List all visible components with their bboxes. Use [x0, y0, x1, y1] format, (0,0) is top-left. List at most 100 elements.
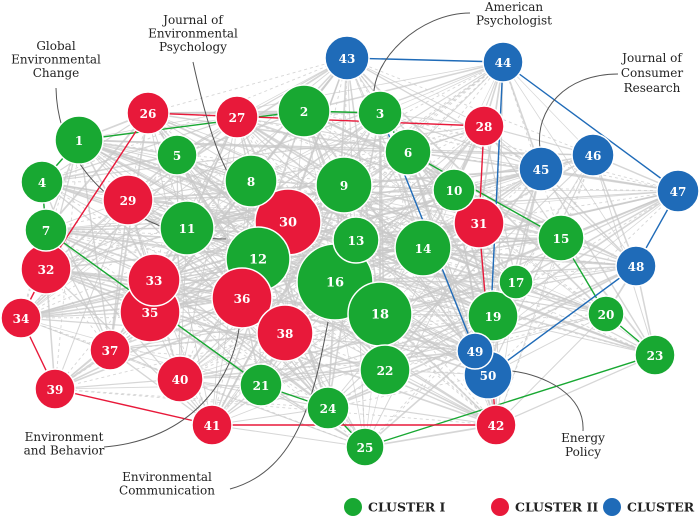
node-14[interactable]: 14 [394, 219, 452, 277]
node-label: 49 [467, 345, 484, 359]
node-19[interactable]: 19 [467, 290, 519, 342]
node-23[interactable]: 23 [634, 334, 676, 376]
node-25[interactable]: 25 [345, 427, 385, 467]
annotation-line-text: Communication [119, 484, 215, 498]
node-37[interactable]: 37 [89, 329, 131, 371]
node-42[interactable]: 42 [475, 404, 517, 446]
node-40[interactable]: 40 [156, 355, 204, 403]
edge [260, 247, 424, 386]
node-22[interactable]: 22 [359, 344, 411, 396]
node-36[interactable]: 36 [211, 267, 273, 329]
node-label: 33 [146, 274, 163, 288]
edge [540, 168, 656, 356]
node-label: 28 [476, 120, 493, 134]
edge [284, 61, 504, 334]
node-39[interactable]: 39 [34, 368, 76, 410]
edge [422, 247, 497, 426]
edge [287, 125, 485, 223]
node-label: 29 [120, 194, 137, 208]
node-26[interactable]: 26 [126, 91, 170, 135]
node-label: 5 [173, 149, 181, 163]
node-7[interactable]: 7 [24, 208, 68, 252]
node-15[interactable]: 15 [537, 214, 585, 262]
node-31[interactable]: 31 [453, 197, 505, 249]
node-38[interactable]: 38 [256, 304, 314, 362]
annotation-line-text: Change [33, 66, 80, 80]
edge [379, 125, 485, 315]
highlighted-edge [407, 151, 562, 239]
node-21[interactable]: 21 [239, 363, 283, 407]
edge [20, 317, 262, 386]
node-circle [456, 332, 494, 370]
node-8[interactable]: 8 [224, 154, 278, 208]
node-label: 43 [339, 52, 356, 66]
node-2[interactable]: 2 [277, 84, 331, 138]
edge [179, 350, 476, 380]
node-45[interactable]: 45 [518, 146, 564, 192]
node-34[interactable]: 34 [0, 297, 42, 339]
legend-swatch [344, 498, 362, 516]
node-5[interactable]: 5 [156, 134, 198, 176]
edge [45, 180, 252, 231]
node-46[interactable]: 46 [571, 133, 615, 177]
node-33[interactable]: 33 [127, 253, 181, 307]
node-49[interactable]: 49 [456, 332, 494, 370]
node-27[interactable]: 27 [215, 95, 259, 139]
annotation-line-text: Policy [565, 445, 601, 459]
node-circle [537, 214, 585, 262]
node-label: 40 [172, 373, 189, 387]
node-24[interactable]: 24 [306, 386, 350, 430]
node-1[interactable]: 1 [54, 115, 104, 165]
node-circle [156, 355, 204, 403]
annotation-line [538, 73, 619, 149]
node-label: 18 [371, 308, 389, 323]
node-48[interactable]: 48 [615, 245, 657, 287]
node-label: 23 [647, 349, 664, 363]
edge [495, 354, 656, 426]
node-label: 38 [277, 327, 294, 341]
node-label: 21 [253, 379, 270, 393]
node-44[interactable]: 44 [482, 41, 524, 83]
annotation-line-text: Energy [561, 431, 605, 445]
edge [54, 199, 129, 390]
node-43[interactable]: 43 [324, 35, 370, 81]
node-label: 45 [533, 163, 550, 177]
node-circle [54, 115, 104, 165]
node-11[interactable]: 11 [159, 200, 215, 256]
node-circle [239, 363, 283, 407]
highlighted-edge [502, 61, 679, 192]
annotation-line-text: Journal of [161, 13, 224, 27]
node-32[interactable]: 32 [20, 243, 72, 295]
annotation-line-text: Environmental [11, 53, 101, 67]
node-label: 34 [13, 312, 30, 326]
node-47[interactable]: 47 [656, 169, 699, 213]
node-10[interactable]: 10 [432, 168, 476, 212]
node-3[interactable]: 3 [357, 90, 403, 136]
node-4[interactable]: 4 [20, 160, 64, 204]
node-18[interactable]: 18 [347, 281, 413, 347]
node-29[interactable]: 29 [102, 174, 154, 226]
node-17[interactable]: 17 [498, 264, 534, 300]
node-9[interactable]: 9 [315, 156, 373, 214]
node-13[interactable]: 13 [332, 216, 380, 264]
legend-label: CLUSTER II [515, 500, 598, 515]
node-circle [453, 197, 505, 249]
node-41[interactable]: 41 [191, 404, 233, 446]
node-label: 10 [446, 184, 463, 198]
node-28[interactable]: 28 [463, 105, 505, 147]
legend-swatch [491, 498, 509, 516]
node-label: 24 [320, 402, 337, 416]
node-label: 4 [38, 176, 46, 190]
annotation-line-text: Research [624, 81, 681, 95]
node-label: 46 [585, 149, 602, 163]
edge [474, 313, 607, 352]
node-6[interactable]: 6 [384, 128, 432, 176]
annotation-line-text: Environmental [122, 470, 212, 484]
edge [303, 110, 562, 239]
node-20[interactable]: 20 [587, 295, 625, 333]
edge [211, 184, 345, 426]
annotation-line-text: Consumer [621, 66, 684, 80]
